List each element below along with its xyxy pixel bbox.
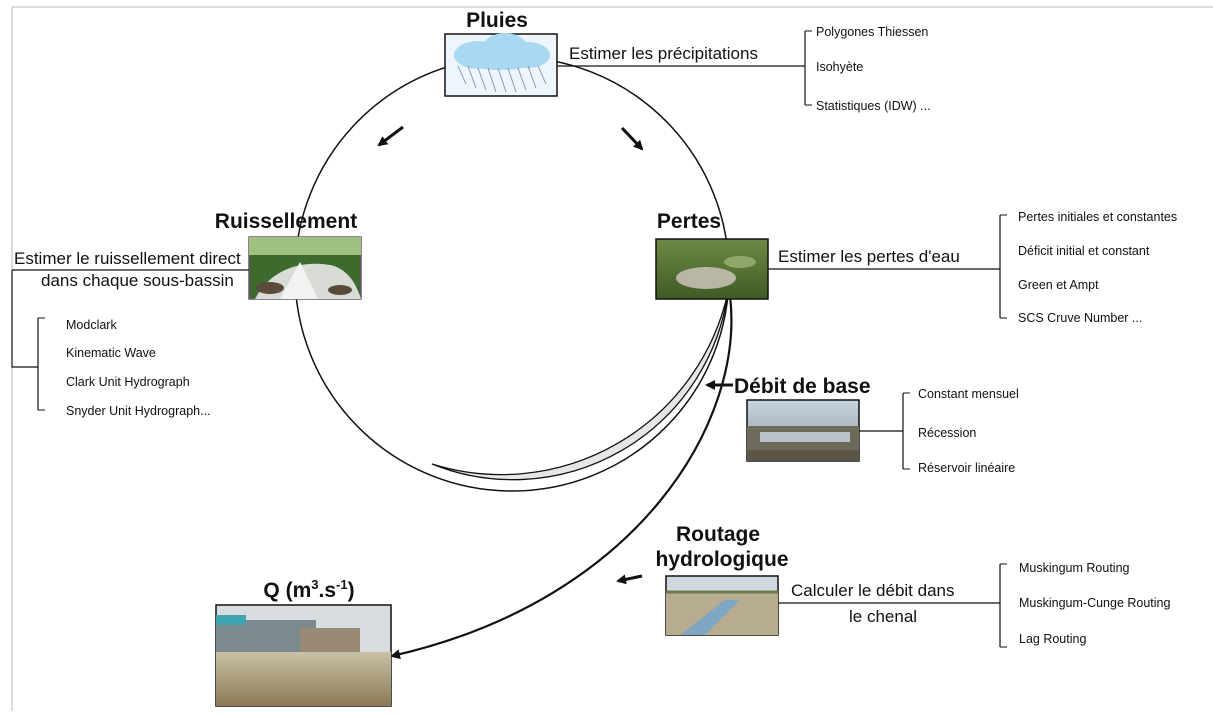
debit-base-method: Récession xyxy=(918,426,976,440)
baseflow-crescent xyxy=(431,291,729,481)
outlet-title: Q (m3.s-1) xyxy=(263,577,354,602)
flow-arrow-icon xyxy=(377,125,404,147)
ruissellement-title: Ruissellement xyxy=(215,210,357,233)
routage-image xyxy=(665,575,779,636)
flow-arrow-icon xyxy=(616,574,643,585)
ruissellement-action-1: Estimer le ruissellement direct xyxy=(14,249,241,268)
routage-title-1: Routage xyxy=(676,523,760,546)
pertes-action: Estimer les pertes d'eau xyxy=(778,247,960,266)
cloud-rain-icon xyxy=(457,65,547,93)
flow-arrow-icon xyxy=(620,126,644,151)
pluies-action: Estimer les précipitations xyxy=(569,44,758,63)
debit-base-method: Constant mensuel xyxy=(918,387,1019,401)
routage-title-2: hydrologique xyxy=(656,548,789,571)
pluies-method: Isohyète xyxy=(816,60,863,74)
pertes-method: Déficit initial et constant xyxy=(1018,244,1150,258)
pertes-method: Green et Ampt xyxy=(1018,278,1099,292)
rain-cloud-image xyxy=(444,33,558,97)
routage-method: Muskingum-Cunge Routing xyxy=(1019,596,1171,610)
ruissellement-method: Modclark xyxy=(66,318,117,332)
flood-image xyxy=(215,604,392,707)
ruissellement-method: Snyder Unit Hydrograph... xyxy=(66,404,211,418)
ruissellement-method: Clark Unit Hydrograph xyxy=(66,375,190,389)
outflow-curve xyxy=(390,295,733,660)
debit-base-title: Débit de base xyxy=(734,375,871,398)
pluies-method: Statistiques (IDW) ... xyxy=(816,99,931,113)
pluies-title: Pluies xyxy=(466,9,528,32)
pluies-method: Polygones Thiessen xyxy=(816,25,928,39)
pertes-method: Pertes initiales et constantes xyxy=(1018,210,1177,224)
pertes-image xyxy=(655,238,769,300)
debit-base-method: Réservoir linéaire xyxy=(918,461,1015,475)
routage-method: Muskingum Routing xyxy=(1019,561,1130,575)
routage-action-1: Calculer le débit dans xyxy=(791,581,954,600)
debit-base-image xyxy=(746,399,860,462)
ruissellement-method: Kinematic Wave xyxy=(66,346,156,360)
routage-action-2: le chenal xyxy=(849,607,917,626)
ruissellement-action-2: dans chaque sous-bassin xyxy=(41,271,234,290)
routage-method: Lag Routing xyxy=(1019,632,1086,646)
waterfall-image xyxy=(248,236,362,300)
pertes-title: Pertes xyxy=(657,210,721,233)
pertes-method: SCS Cruve Number ... xyxy=(1018,311,1142,325)
